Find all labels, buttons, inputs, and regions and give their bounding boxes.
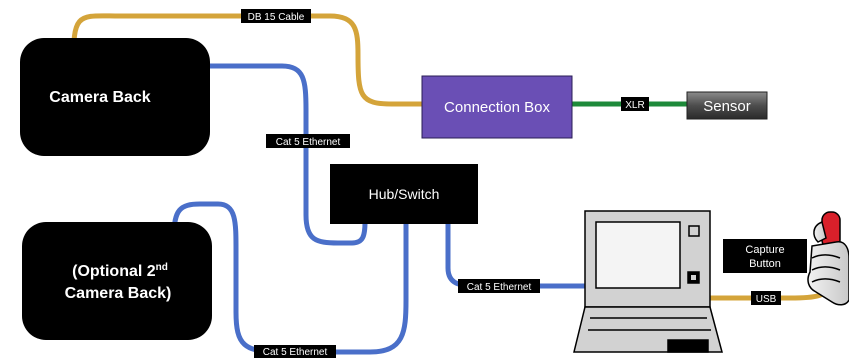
usb-cable-text: USB (756, 294, 777, 305)
optional-camera-label-line2: Camera Back) (65, 285, 172, 302)
cat5-camera2-to-hub (171, 201, 409, 355)
db15-cable-label: DB 15 Cable (241, 9, 311, 23)
capture-button-label-line2: Button (749, 258, 781, 270)
connection-box-node: Connection Box (421, 75, 573, 139)
optional-camera-label-line1: (Optional 2nd (72, 262, 168, 280)
cat5-camera-to-hub (179, 63, 368, 246)
sensor-node: Sensor (686, 91, 768, 120)
cat5-laptop-label: Cat 5 Ethernet (458, 279, 540, 293)
hub-switch-label: Hub/Switch (369, 186, 440, 202)
cat5-top-label: Cat 5 Ethernet (266, 134, 350, 148)
laptop-icon (573, 210, 723, 353)
cat5-laptop-text: Cat 5 Ethernet (467, 282, 532, 293)
connection-box-label: Connection Box (444, 99, 550, 116)
db15-cable-text: DB 15 Cable (248, 12, 305, 23)
db15-cable (71, 13, 427, 107)
xlr-cable-text: XLR (625, 100, 644, 111)
camera-back-label: Camera Back (49, 89, 151, 106)
cat5-top-text: Cat 5 Ethernet (276, 137, 341, 148)
capture-button-label-line1: Capture (745, 244, 784, 256)
optional-camera-back-node: (Optional 2nd Camera Back) (22, 222, 212, 340)
camera-back-node: Camera Back (20, 38, 210, 156)
hand-thumbs-up-icon (807, 211, 849, 306)
usb-cable-label: USB (751, 291, 781, 305)
cat5-bottom-label: Cat 5 Ethernet (254, 345, 336, 358)
cat5-bottom-text: Cat 5 Ethernet (263, 347, 328, 358)
hub-switch-node: Hub/Switch (330, 164, 478, 224)
sensor-label: Sensor (703, 98, 751, 115)
cat5-hub-to-laptop (445, 219, 593, 289)
capture-button-node: Capture Button (723, 239, 807, 273)
xlr-cable-label: XLR (621, 97, 649, 111)
